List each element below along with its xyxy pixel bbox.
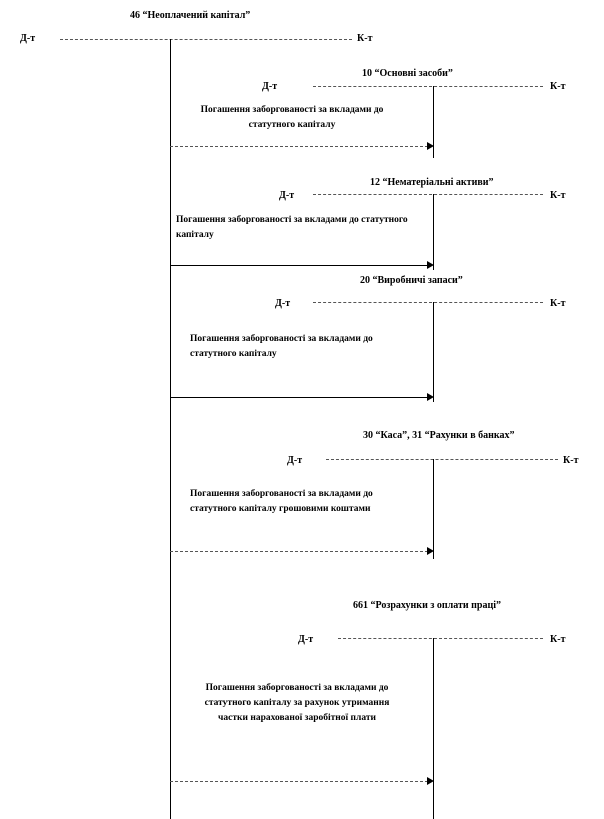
main-account-title: 46 “Неоплачений капітал” <box>130 10 251 21</box>
main-account-vertical-line <box>170 39 171 819</box>
account-12-credit: К-т <box>550 190 566 201</box>
account-30-31-credit: К-т <box>563 455 579 466</box>
main-account-credit: К-т <box>357 33 373 44</box>
account-30-31-header-line <box>326 459 558 460</box>
account-12-arrow-icon <box>427 261 434 269</box>
main-account-header-line <box>60 39 352 40</box>
account-30-31-vertical-line <box>433 459 434 559</box>
account-20-arrow-icon <box>427 393 434 401</box>
account-10-arrow-icon <box>427 142 434 150</box>
account-10-header-line <box>313 86 543 87</box>
account-30-31-title: 30 “Каса”, 31 “Рахунки в банках” <box>363 430 515 441</box>
account-10-title: 10 “Основні засоби” <box>362 68 453 79</box>
account-661-credit: К-т <box>550 634 566 645</box>
account-12-vertical-line <box>433 194 434 270</box>
account-10-credit: К-т <box>550 81 566 92</box>
account-20-flow-line <box>170 397 428 398</box>
account-661-arrow-icon <box>427 777 434 785</box>
account-30-31-flow-line <box>170 551 428 552</box>
account-12-debit: Д-т <box>279 190 295 201</box>
account-20-header-line <box>313 302 543 303</box>
account-20-debit: Д-т <box>275 298 291 309</box>
account-20-title: 20 “Виробничі запаси” <box>360 275 463 286</box>
account-10-flow-line <box>170 146 428 147</box>
account-30-31-description: Погашення заборгованості за вкладами до … <box>190 489 373 514</box>
account-12-flow-line <box>170 265 428 266</box>
account-661-flow-line <box>170 781 428 782</box>
account-20-description: Погашення заборгованості за вкладами до … <box>190 334 373 359</box>
account-30-31-arrow-icon <box>427 547 434 555</box>
account-20-credit: К-т <box>550 298 566 309</box>
account-661-vertical-line <box>433 638 434 819</box>
account-12-description: Погашення заборгованості за вкладами до … <box>176 215 408 240</box>
account-661-debit: Д-т <box>298 634 314 645</box>
account-12-header-line <box>313 194 543 195</box>
account-661-description: Погашення заборгованості за вкладами до … <box>204 683 390 723</box>
account-20-vertical-line <box>433 302 434 402</box>
account-12-title: 12 “Нематеріальні активи” <box>370 177 494 188</box>
account-10-debit: Д-т <box>262 81 278 92</box>
account-661-header-line <box>338 638 543 639</box>
main-account-debit: Д-т <box>20 33 36 44</box>
account-661-title: 661 “Розрахунки з оплати праці” <box>352 600 501 611</box>
account-30-31-debit: Д-т <box>287 455 303 466</box>
account-10-vertical-line <box>433 86 434 158</box>
account-10-description: Погашення заборгованості за вкладами до … <box>200 105 384 130</box>
